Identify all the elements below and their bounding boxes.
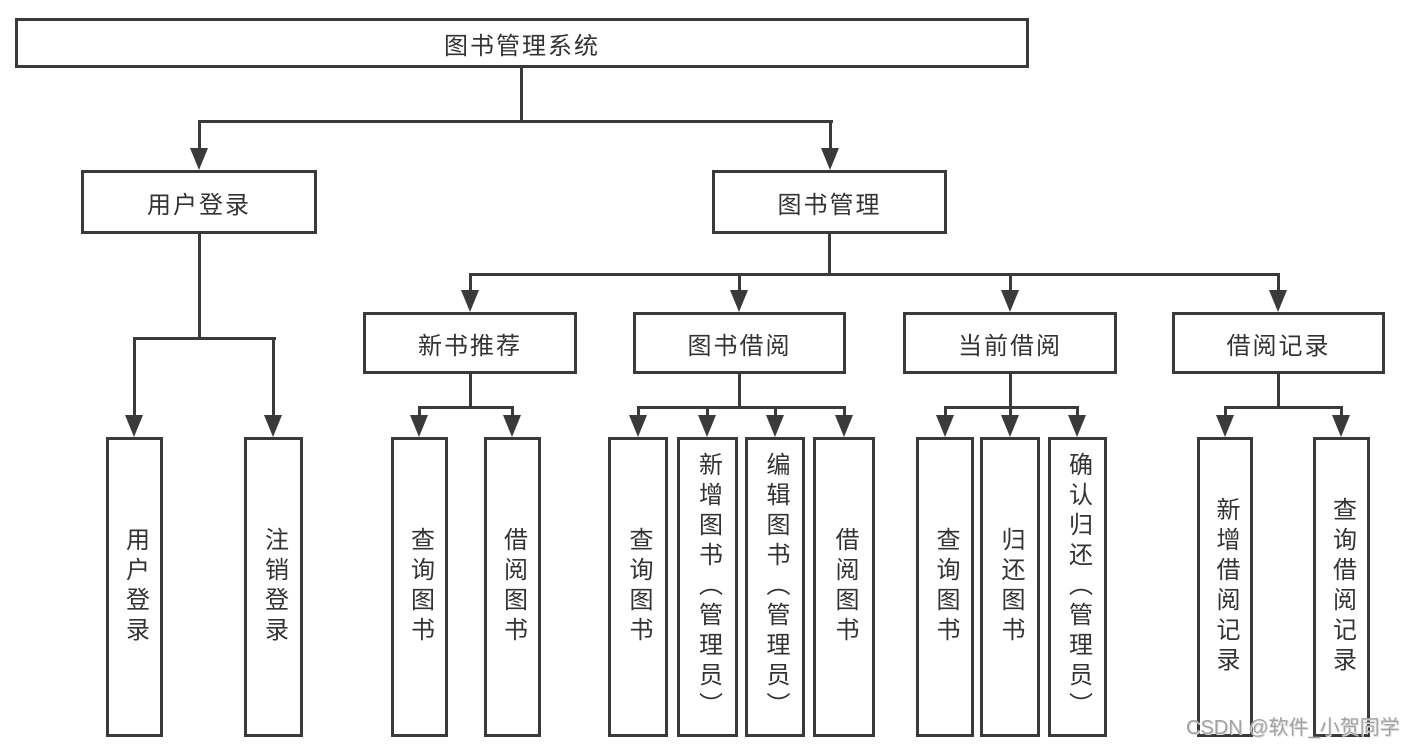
node-book-management: 图书管理 <box>712 170 947 234</box>
leaf-add-borrow-record: 新增借阅记录 <box>1197 437 1253 737</box>
arrowhead <box>1068 415 1086 437</box>
leaf-query-books-recommend: 查询图书 <box>391 437 448 737</box>
connector-segment <box>418 406 514 409</box>
connector-segment <box>469 273 1280 276</box>
arrowhead <box>698 415 716 437</box>
connector-segment <box>469 273 472 292</box>
leaf-query-borrow-record-label: 查询借阅记录 <box>1328 497 1356 677</box>
connector-segment <box>469 374 472 409</box>
arrowhead <box>821 148 839 170</box>
arrowhead <box>936 415 954 437</box>
leaf-query-books-current-label: 查询图书 <box>932 527 959 647</box>
leaf-borrow-books-recommend-label: 借阅图书 <box>499 527 527 647</box>
connector-segment <box>511 406 514 417</box>
arrowhead <box>410 415 428 437</box>
connector-segment <box>133 337 276 340</box>
node-book-management-label: 图书管理 <box>777 191 882 219</box>
leaf-add-book-admin: 新增图书（管理员） <box>677 437 738 737</box>
connector-segment <box>1224 406 1343 409</box>
connector-segment <box>774 406 777 417</box>
leaf-user-login-label: 用户登录 <box>121 527 149 647</box>
leaf-query-books-borrowing: 查询图书 <box>608 437 668 737</box>
arrowhead <box>1001 290 1019 312</box>
connector-segment <box>706 406 709 417</box>
arrowhead <box>461 290 479 312</box>
node-new-book-recommendation-label: 新书推荐 <box>418 332 522 360</box>
connector-segment <box>1076 406 1079 417</box>
leaf-confirm-return-admin: 确认归还（管理员） <box>1048 437 1107 737</box>
node-book-borrowing-label: 图书借阅 <box>687 332 792 360</box>
connector-segment <box>198 234 201 339</box>
connector-segment <box>133 337 136 417</box>
leaf-return-book-label: 归还图书 <box>997 527 1024 647</box>
leaf-return-book: 归还图书 <box>980 437 1040 737</box>
connector-segment <box>637 406 846 409</box>
arrowhead <box>1269 290 1287 312</box>
leaf-add-borrow-record-label: 新增借阅记录 <box>1212 497 1239 677</box>
arrowhead <box>190 148 208 170</box>
leaf-borrow-books-label: 借阅图书 <box>831 527 858 647</box>
connector-segment <box>738 273 741 292</box>
node-user-login: 用户登录 <box>81 170 317 234</box>
leaf-edit-book-admin: 编辑图书（管理员） <box>745 437 805 737</box>
connector-segment <box>1277 374 1280 409</box>
node-root: 图书管理系统 <box>15 18 1029 68</box>
connector-segment <box>944 406 947 417</box>
node-new-book-recommendation: 新书推荐 <box>363 312 577 374</box>
connector-segment <box>1277 273 1280 292</box>
connector-segment <box>272 337 275 417</box>
leaf-logout: 注销登录 <box>244 437 303 737</box>
connector-segment <box>520 68 523 123</box>
arrowhead <box>503 415 521 437</box>
connector-segment <box>198 120 201 152</box>
arrowhead <box>766 415 784 437</box>
connector-segment <box>418 406 421 417</box>
node-current-borrowing: 当前借阅 <box>903 312 1117 374</box>
leaf-query-borrow-record: 查询借阅记录 <box>1313 437 1370 737</box>
connector-segment <box>1009 406 1012 417</box>
arrowhead <box>264 415 282 437</box>
leaf-logout-label: 注销登录 <box>260 527 288 647</box>
node-borrowing-records-label: 借阅记录 <box>1226 332 1331 360</box>
leaf-query-books-borrowing-label: 查询图书 <box>625 527 652 647</box>
connector-segment <box>637 406 640 417</box>
connector-segment <box>1009 374 1012 409</box>
arrowhead <box>125 415 143 437</box>
arrowhead <box>1216 415 1234 437</box>
connector-segment <box>198 120 833 123</box>
connector-segment <box>843 406 846 417</box>
leaf-edit-book-admin-label: 编辑图书（管理员） <box>762 452 789 722</box>
leaf-add-book-admin-label: 新增图书（管理员） <box>694 452 722 722</box>
connector-segment <box>829 120 832 152</box>
leaf-borrow-books-recommend: 借阅图书 <box>484 437 541 737</box>
leaf-query-books-recommend-label: 查询图书 <box>406 527 434 647</box>
arrowhead <box>835 415 853 437</box>
connector-segment <box>1009 273 1012 292</box>
leaf-query-books-current: 查询图书 <box>916 437 974 737</box>
arrowhead <box>629 415 647 437</box>
arrowhead <box>730 290 748 312</box>
arrowhead <box>1332 415 1350 437</box>
leaf-user-login: 用户登录 <box>106 437 163 737</box>
node-borrowing-records: 借阅记录 <box>1172 312 1385 374</box>
connector-segment <box>1224 406 1227 417</box>
connector-segment <box>1340 406 1343 417</box>
connector-segment <box>738 374 741 409</box>
node-root-label: 图书管理系统 <box>444 32 600 60</box>
connector-segment <box>828 234 831 276</box>
arrowhead <box>1001 415 1019 437</box>
csdn-watermark: CSDN @软件_小贺同学 <box>1186 717 1400 739</box>
node-user-login-label: 用户登录 <box>147 191 251 219</box>
node-current-borrowing-label: 当前借阅 <box>958 332 1062 360</box>
leaf-confirm-return-admin-label: 确认归还（管理员） <box>1064 452 1092 722</box>
leaf-borrow-books: 借阅图书 <box>813 437 875 737</box>
node-book-borrowing: 图书借阅 <box>633 312 846 374</box>
